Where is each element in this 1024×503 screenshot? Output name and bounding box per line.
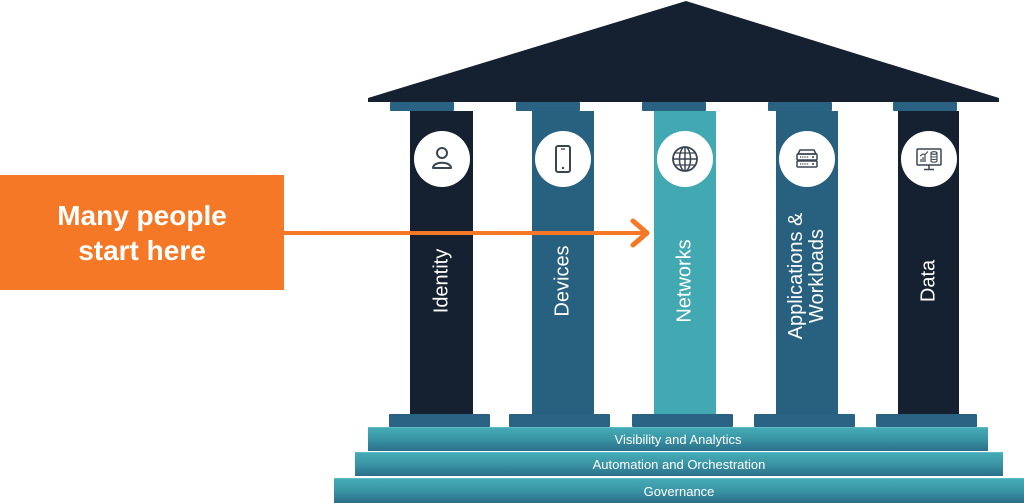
roof-pediment [368, 1, 999, 102]
pillar-networks: Networks [654, 111, 716, 414]
foundation-step-governance: Governance [334, 478, 1024, 503]
foundation-step-visibility-analytics: Visibility and Analytics [368, 427, 988, 451]
pillar-label-line: Workloads [806, 228, 828, 324]
pillar-label-data: Data [917, 259, 939, 303]
icon-badge [657, 131, 713, 187]
globe-icon [672, 146, 698, 172]
pillar-base-data [876, 414, 977, 427]
pillar-label-applications-workloads: Applications & Workloads [785, 212, 828, 340]
analytics-monitor-icon [915, 148, 942, 171]
pillar-devices: Devices [532, 111, 594, 414]
pillar-capital-networks [642, 102, 706, 111]
callout-line-2: start here [78, 234, 206, 266]
server-icon [796, 149, 818, 168]
foundation-label: Visibility and Analytics [614, 432, 742, 447]
foundation-step-automation-orchestration: Automation and Orchestration [355, 452, 1003, 476]
callout-line-1: Many people [57, 199, 227, 231]
pillar-capital-applications [768, 102, 832, 111]
icon-badge [413, 131, 470, 187]
pillar-identity: Identity [410, 111, 473, 414]
pillar-capital-data [893, 102, 957, 111]
pillar-capital-devices [516, 102, 580, 111]
person-icon [431, 147, 452, 169]
pillar-base-applications [754, 414, 855, 427]
pillar-base-identity [389, 414, 490, 427]
foundation-label: Automation and Orchestration [592, 457, 766, 472]
icon-badge [900, 131, 957, 187]
icon-badge [779, 131, 835, 187]
foundation-label: Governance [643, 483, 715, 499]
pillar-data: Data [898, 111, 959, 414]
pillar-capital-identity [390, 102, 454, 111]
pillar-base-devices [509, 414, 610, 427]
pillar-label-devices: Devices [551, 245, 574, 317]
pillar-applications-workloads: Applications & Workloads [776, 111, 838, 414]
pillar-base-networks [632, 414, 733, 427]
pillar-label-line: Applications & [785, 212, 807, 340]
pillar-label-networks: Networks [673, 239, 696, 323]
pillar-label-identity: Identity [430, 248, 452, 314]
arrow-head [630, 218, 650, 248]
icon-badge [535, 131, 591, 187]
callout-box: Many people start here [0, 175, 284, 290]
smartphone-icon [555, 145, 571, 173]
